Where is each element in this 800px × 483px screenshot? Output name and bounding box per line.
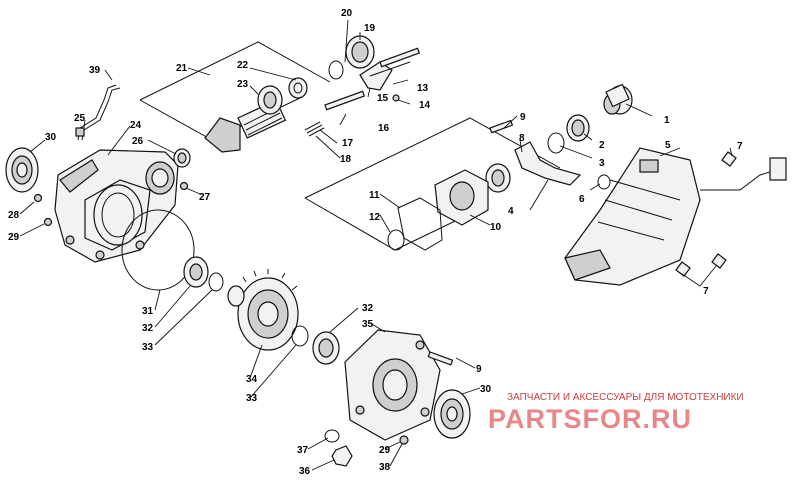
callout-13: 13 bbox=[417, 83, 429, 94]
rear-cover-35 bbox=[344, 329, 441, 441]
callout-37: 37 bbox=[297, 445, 309, 456]
callout-19: 19 bbox=[364, 23, 376, 34]
washer-37 bbox=[324, 429, 340, 443]
ring-gear-34 bbox=[227, 269, 299, 351]
bolt-7b bbox=[711, 253, 727, 269]
watermark-tagline: ЗАПЧАСТИ И АКСЕССУАРЫ ДЛЯ МОТОТЕХНИКИ bbox=[507, 392, 744, 403]
watermark-brand: PARTSFOR.RU bbox=[488, 404, 692, 434]
snap-ring-12 bbox=[387, 229, 405, 251]
snap-ring-3 bbox=[547, 132, 565, 154]
shim-33a bbox=[208, 272, 224, 292]
plug-29 bbox=[43, 217, 53, 227]
vent-hose bbox=[75, 84, 121, 141]
callout-5: 5 bbox=[665, 140, 671, 151]
callout-32a: 32 bbox=[142, 323, 154, 334]
callout-21: 21 bbox=[176, 63, 188, 74]
callout-30a: 30 bbox=[45, 132, 57, 143]
callout-6: 6 bbox=[579, 194, 585, 205]
callout-9a: 9 bbox=[520, 112, 526, 123]
bolt-7a bbox=[721, 151, 737, 167]
callout-15: 15 bbox=[377, 93, 389, 104]
callout-33a: 33 bbox=[142, 342, 154, 353]
spacer-22 bbox=[288, 77, 308, 99]
watermark: ЗАПЧАСТИ И АКСЕССУАРЫ ДЛЯ МОТОТЕХНИКИ PA… bbox=[488, 392, 744, 434]
callout-18: 18 bbox=[340, 154, 352, 165]
callout-2: 2 bbox=[599, 140, 605, 151]
callout-26: 26 bbox=[132, 136, 144, 147]
drain-plug-36 bbox=[331, 445, 353, 467]
right-seal-30 bbox=[433, 389, 471, 439]
callout-39: 39 bbox=[89, 65, 101, 76]
callout-28: 28 bbox=[8, 210, 20, 221]
plug-38 bbox=[399, 435, 409, 445]
bearing-23 bbox=[257, 85, 283, 115]
callout-22: 22 bbox=[237, 60, 249, 71]
housing-10 bbox=[434, 169, 489, 226]
o-ring-6 bbox=[597, 174, 611, 190]
seal-2 bbox=[566, 114, 590, 142]
callout-17: 17 bbox=[342, 138, 354, 149]
front-housing bbox=[54, 149, 179, 263]
callout-10: 10 bbox=[490, 222, 502, 233]
callout-36: 36 bbox=[299, 466, 311, 477]
callout-9b: 9 bbox=[476, 364, 482, 375]
pinion-gear bbox=[204, 99, 287, 153]
bearing-32b bbox=[312, 331, 340, 365]
callout-38: 38 bbox=[379, 462, 391, 473]
callout-labels: 20 19 21 22 23 39 13 15 14 25 24 30 26 1… bbox=[8, 8, 743, 477]
bearing-19 bbox=[345, 35, 375, 69]
callout-3: 3 bbox=[599, 158, 605, 169]
callout-1: 1 bbox=[664, 115, 670, 126]
left-seal bbox=[5, 147, 39, 193]
leader-lines bbox=[19, 19, 733, 471]
callout-27: 27 bbox=[199, 192, 211, 203]
shift-fork-assembly bbox=[304, 47, 421, 137]
callout-7a: 7 bbox=[737, 141, 743, 152]
callout-25: 25 bbox=[74, 113, 86, 124]
sleeve-26 bbox=[173, 148, 191, 168]
snap-ring-20 bbox=[328, 60, 344, 80]
callout-12: 12 bbox=[369, 212, 381, 223]
callout-31: 31 bbox=[142, 306, 154, 317]
callout-16: 16 bbox=[378, 123, 390, 134]
callout-33b: 33 bbox=[246, 393, 258, 404]
callout-34: 34 bbox=[246, 374, 258, 385]
input-coupler bbox=[603, 83, 633, 115]
callout-29a: 29 bbox=[8, 232, 20, 243]
callout-35: 35 bbox=[362, 319, 374, 330]
callout-32b: 32 bbox=[362, 303, 374, 314]
callout-11: 11 bbox=[369, 190, 380, 201]
bracket-4 bbox=[514, 141, 582, 186]
actuator-housing bbox=[564, 147, 787, 286]
callout-14: 14 bbox=[419, 100, 431, 111]
bolt-9a bbox=[489, 119, 514, 134]
plug-28 bbox=[33, 193, 43, 203]
callout-24: 24 bbox=[130, 120, 142, 131]
callout-4: 4 bbox=[508, 206, 514, 217]
bolt-7c bbox=[675, 261, 691, 277]
callout-30b: 30 bbox=[480, 384, 492, 395]
callout-7b: 7 bbox=[703, 286, 709, 297]
bearing-32a bbox=[183, 256, 209, 288]
bearing-8 bbox=[485, 163, 511, 193]
gasket-11 bbox=[397, 197, 443, 251]
plug-27 bbox=[179, 181, 189, 191]
callout-20: 20 bbox=[341, 8, 353, 19]
callout-29b: 29 bbox=[379, 445, 391, 456]
shim-33b bbox=[291, 325, 309, 347]
callout-23: 23 bbox=[237, 79, 249, 90]
o-ring-31 bbox=[121, 209, 195, 291]
bolt-9b bbox=[427, 351, 454, 366]
callout-8: 8 bbox=[519, 133, 525, 144]
